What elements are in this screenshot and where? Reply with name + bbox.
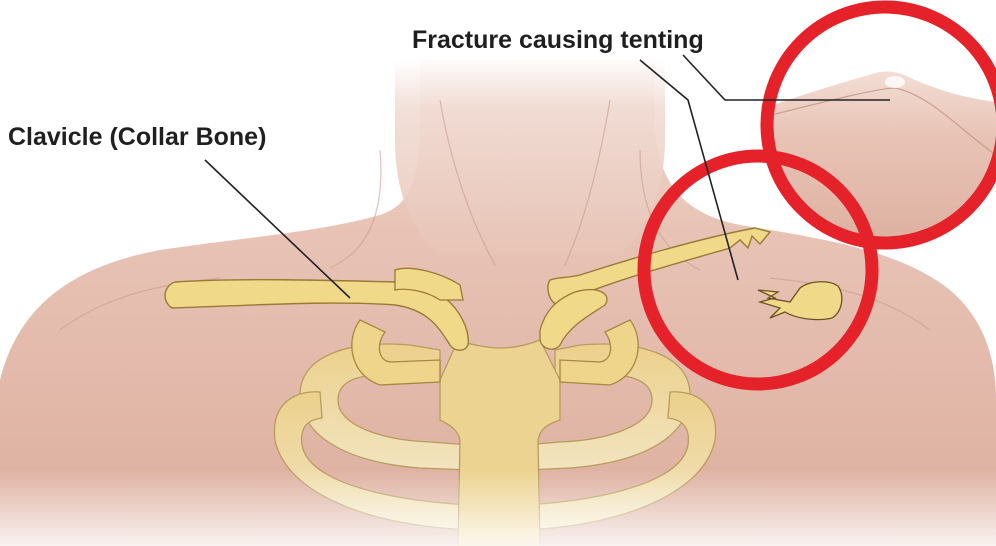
fracture-label: Fracture causing tenting bbox=[412, 28, 704, 53]
clavicle-label: Clavicle (Collar Bone) bbox=[8, 125, 266, 150]
neck-shape bbox=[395, 60, 665, 255]
